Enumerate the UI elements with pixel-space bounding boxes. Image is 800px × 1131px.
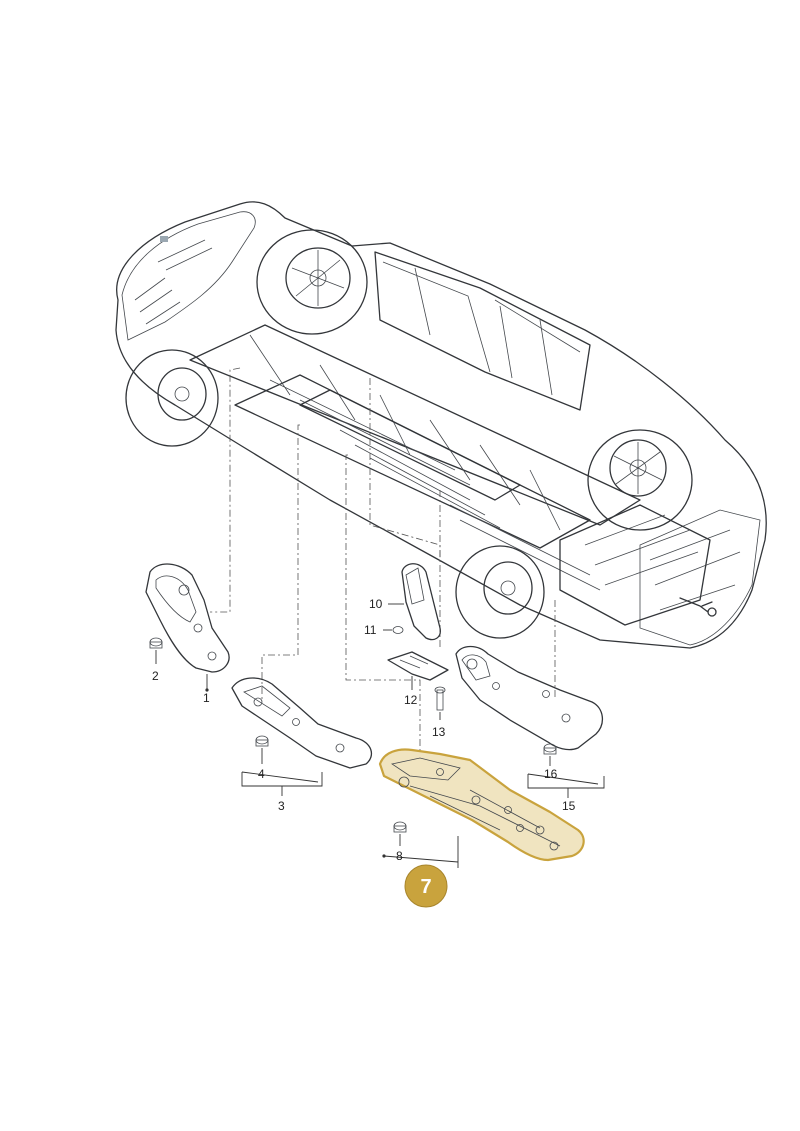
part-13-bolt: [434, 686, 446, 720]
cross-members: [249, 334, 561, 531]
label-11: 11: [364, 623, 377, 637]
callout-7-badge[interactable]: 7: [404, 864, 448, 908]
label-4: 4: [258, 767, 265, 781]
wheel-rear-left: [587, 429, 693, 531]
label-12: 12: [404, 693, 418, 707]
part-1-heat-shield: [145, 563, 230, 673]
bracket-7: [383, 836, 459, 868]
part-11-nut: [383, 626, 404, 634]
label-8: 8: [396, 849, 403, 863]
wheel-front-right: [125, 349, 219, 447]
part-7-heat-shield-highlighted[interactable]: [378, 748, 585, 862]
label-13: 13: [432, 725, 446, 739]
part-3-heat-shield: [231, 677, 373, 769]
rear-floor-pan: [559, 504, 711, 626]
vehicle-body-outline: [115, 201, 767, 649]
label-16: 16: [544, 767, 558, 781]
wheel-front-left: [256, 229, 368, 335]
wheel-rear-right: [455, 545, 545, 639]
rear-bumper: [639, 509, 761, 646]
rear-floor-ribs: [584, 514, 699, 586]
part-8-nut: [393, 821, 407, 846]
part-2-nut: [149, 637, 163, 664]
label-15: 15: [562, 799, 576, 813]
front-bumper: [121, 211, 256, 341]
location-lines: [210, 367, 556, 752]
part-labels: 1 2 3 4 8 10 11 12 13 15 16: [152, 597, 576, 863]
label-2: 2: [152, 669, 159, 683]
part-15-heat-shield: [455, 645, 603, 751]
driveshaft-tunnel: [299, 389, 521, 501]
grille-slats: [134, 239, 213, 325]
label-10: 10: [369, 597, 383, 611]
part-16-nut: [543, 743, 557, 766]
rear-bumper-lines: [649, 529, 741, 611]
bracket-3: [241, 772, 323, 796]
part-4-nut: [255, 735, 269, 764]
part-10-bracket: [388, 563, 441, 641]
front-sensor: [160, 236, 168, 242]
callout-7-label: 7: [420, 876, 431, 898]
tow-ball-icon: [707, 607, 717, 617]
label-1: 1: [203, 691, 210, 705]
window-pillars: [382, 261, 581, 396]
underbody-ribs: [339, 429, 601, 591]
bracket-15: [527, 774, 605, 798]
label-3: 3: [278, 799, 285, 813]
part-12-clip: [387, 651, 449, 690]
side-window-frame: [374, 251, 591, 411]
tow-hitch: [679, 597, 713, 613]
frame-rail-right: [234, 374, 591, 549]
frame-rail-left: [189, 324, 641, 526]
vehicle-underbody: [115, 201, 767, 649]
